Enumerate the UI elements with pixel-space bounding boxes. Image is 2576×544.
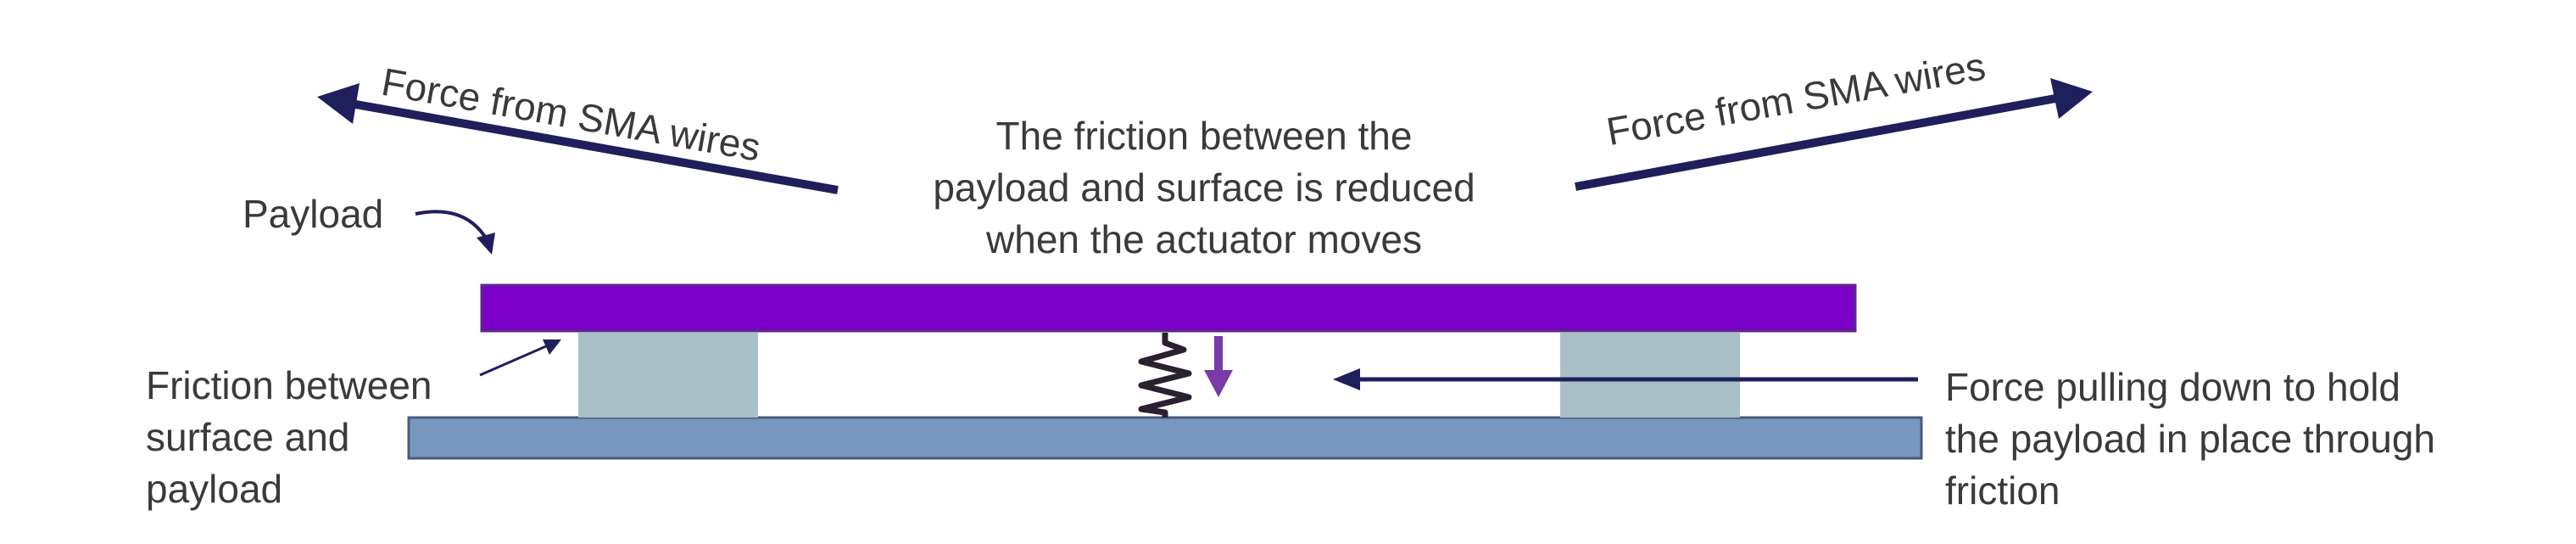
force-pulling-line-1: Force pulling down to hold [1945,365,2400,409]
friction-between-line-1: Friction between [146,363,432,407]
down-force-arrow-icon [1204,336,1233,397]
force-pulling-label: Force pulling down to hold the payload i… [1945,362,2435,517]
sma-force-right-arrow [1575,78,2093,191]
friction-note-line-1: The friction between the [995,114,1413,158]
friction-between-line-2: surface and [146,415,350,459]
friction-between-label: Friction between surface and payload [146,360,432,515]
friction-pad-right [1560,333,1740,418]
friction-between-line-3: payload [146,467,283,511]
friction-note-line-3: when the actuator moves [986,217,1422,261]
payload-pointer-arrow [415,210,495,255]
force-pulling-line-3: friction [1945,468,2060,513]
spring-icon [1138,333,1192,418]
payload-label: Payload [243,192,384,236]
force-pulling-line-2: the payload in place through [1945,417,2435,461]
friction-pointer-arrow [479,339,561,377]
friction-pad-left [578,333,758,418]
friction-reduced-note: The friction between the payload and sur… [907,110,1501,266]
surface-plate [407,416,1923,460]
pulling-force-arrow [1333,368,1918,390]
payload-plate [480,283,1857,333]
friction-note-line-2: payload and surface is reduced [933,165,1475,210]
sma-force-left-arrow [317,83,839,194]
